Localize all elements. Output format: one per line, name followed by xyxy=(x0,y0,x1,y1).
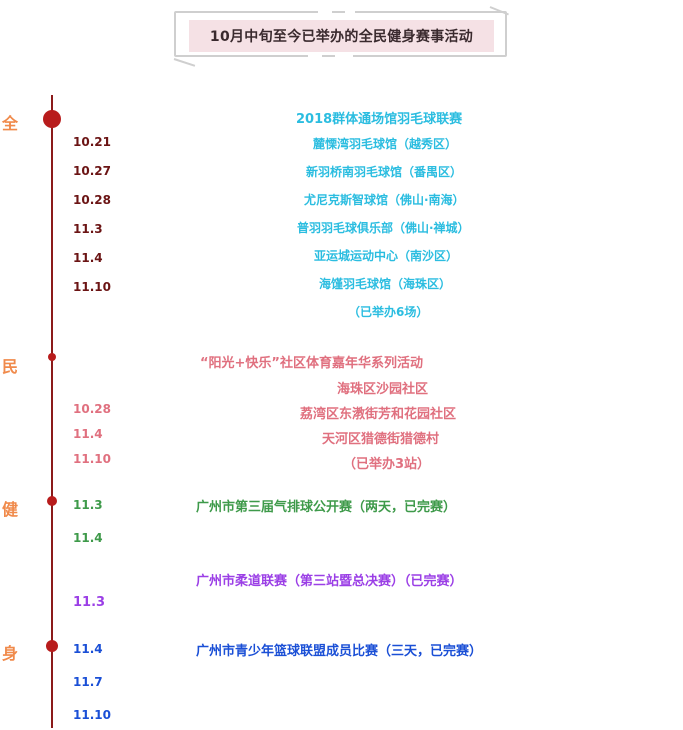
timeline-dot xyxy=(46,640,58,652)
date: 11.3 xyxy=(73,222,103,236)
frame-gap xyxy=(318,9,332,13)
timeline-dot-large xyxy=(43,110,61,128)
date: 11.4 xyxy=(73,251,103,265)
side-char-min: 民 xyxy=(2,357,19,376)
venue: 亚运城运动中心（南沙区） xyxy=(314,249,459,263)
timeline-dot-small xyxy=(48,353,56,361)
summary: （已举办6场） xyxy=(348,305,429,319)
frame-corner-tick xyxy=(173,58,196,67)
section-title-community: “阳光+快乐”社区体育嘉年华系列活动 xyxy=(200,356,423,371)
venue: 尤尼克斯智球馆（佛山·南海） xyxy=(304,193,465,207)
side-char-jian: 健 xyxy=(2,500,19,519)
date: 11.10 xyxy=(73,708,111,722)
section-title-basketball: 广州市青少年篮球联盟成员比赛（三天，已完赛） xyxy=(196,644,483,659)
date: 11.4 xyxy=(73,642,103,656)
side-char-shen: 身 xyxy=(2,644,19,663)
frame-gap xyxy=(345,9,355,13)
date: 11.10 xyxy=(73,452,111,466)
section-title-judo: 广州市柔道联赛（第三站暨总决赛）（已完赛） xyxy=(196,574,463,589)
date: 11.3 xyxy=(73,595,106,610)
timeline-line xyxy=(51,95,53,728)
venue: 海馑羽毛球馆（海珠区） xyxy=(319,277,452,291)
section-title-volleyball: 广州市第三届气排球公开赛（两天，已完赛） xyxy=(196,500,457,515)
summary: （已举办3站） xyxy=(343,457,431,472)
date: 11.4 xyxy=(73,531,103,545)
date: 11.4 xyxy=(73,427,103,441)
date: 10.28 xyxy=(73,193,111,207)
frame-gap xyxy=(335,55,353,59)
timeline-dot xyxy=(47,496,57,506)
date: 11.10 xyxy=(73,280,111,294)
date: 10.27 xyxy=(73,164,111,178)
date: 11.3 xyxy=(73,498,103,512)
side-char-quan: 全 xyxy=(2,114,19,133)
frame-gap xyxy=(308,55,322,59)
date: 10.28 xyxy=(73,402,111,416)
date: 10.21 xyxy=(73,135,111,149)
venue: 天河区猎德街猎德村 xyxy=(322,432,440,447)
venue: 海珠区沙园社区 xyxy=(337,382,429,397)
venue: 普羽羽毛球俱乐部（佛山·禅城） xyxy=(297,221,470,235)
page-title: 10月中旬至今已举办的全民健身赛事活动 xyxy=(189,20,494,52)
date: 11.7 xyxy=(73,675,103,689)
section-title-badminton: 2018群体通场馆羽毛球联赛 xyxy=(296,112,463,127)
venue: 新羽桥南羽毛球馆（番禺区） xyxy=(306,165,463,179)
venue: 荔湾区东漖街芳和花园社区 xyxy=(300,407,457,422)
venue: 麓慄湾羽毛球馆（越秀区） xyxy=(313,137,458,151)
